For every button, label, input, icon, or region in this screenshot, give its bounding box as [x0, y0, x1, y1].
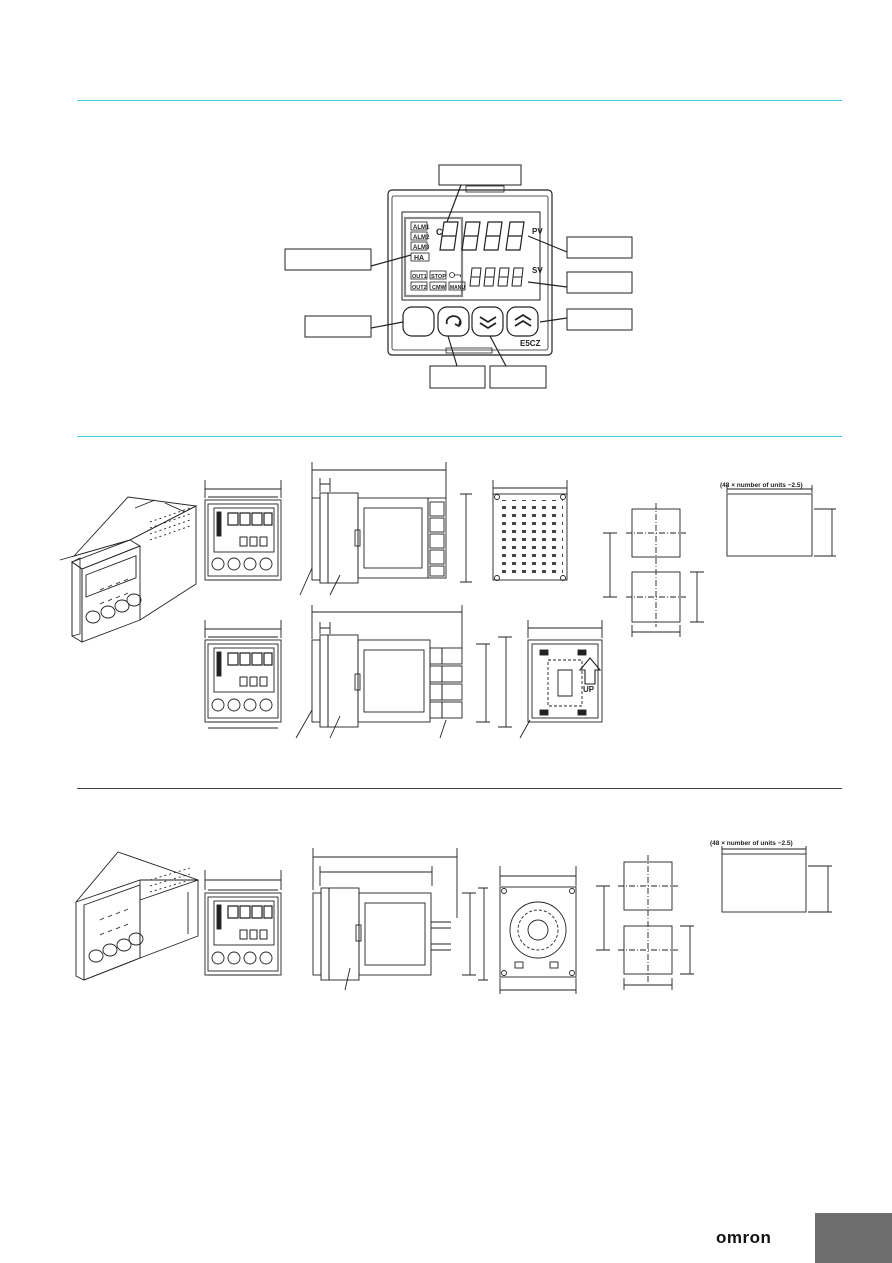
dimensions-section-3: [75, 846, 832, 994]
section-rule-3: [77, 788, 842, 789]
front-view-2: [204, 620, 282, 729]
rear-view-1: [492, 480, 568, 581]
section-rule-2: [77, 436, 842, 437]
front-panel-text: ALM1 ALM2 ALM3 HA OUT1 OUT2 STOP CMW MAN…: [412, 225, 543, 348]
sv-label: SV: [532, 266, 543, 275]
indicator-alm1: ALM1: [413, 225, 430, 231]
side-view-2: [295, 605, 512, 739]
cutout-note-2: (48 × number of units −2.5): [710, 840, 793, 847]
temp-unit-c: C: [436, 227, 443, 237]
status-out2: OUT2: [412, 285, 427, 291]
side-view-3: [312, 848, 488, 991]
page-tab: [815, 1213, 892, 1263]
up-label: UP: [583, 685, 595, 694]
product-iso-view-1: [59, 496, 198, 643]
indicator-ha: HA: [414, 255, 424, 262]
cutout-1: [603, 485, 836, 637]
dimensions-section-2: [59, 462, 836, 739]
indicator-alm3: ALM3: [413, 245, 430, 251]
pv-label: PV: [532, 227, 543, 236]
indicator-alm2: ALM2: [413, 235, 430, 241]
status-cmw: CMW: [432, 285, 447, 291]
status-stop: STOP: [431, 274, 446, 280]
front-view-3: [204, 870, 282, 976]
rear-view-3: [499, 866, 577, 994]
status-manu: MANU: [450, 285, 465, 291]
product-iso-view-2: [75, 851, 200, 981]
side-view-1: [299, 462, 472, 596]
cutout-note-1: (48 × number of units −2.5): [720, 482, 803, 489]
section-rule-1: [77, 100, 842, 101]
omron-logo: omron: [716, 1228, 772, 1247]
rear-view-2: [519, 620, 603, 739]
status-out1: OUT1: [412, 274, 427, 280]
front-view-1: [204, 480, 282, 581]
front-panel-diagram: [284, 164, 633, 389]
model-label: E5CZ: [520, 339, 541, 348]
cutout-2: [596, 846, 832, 990]
